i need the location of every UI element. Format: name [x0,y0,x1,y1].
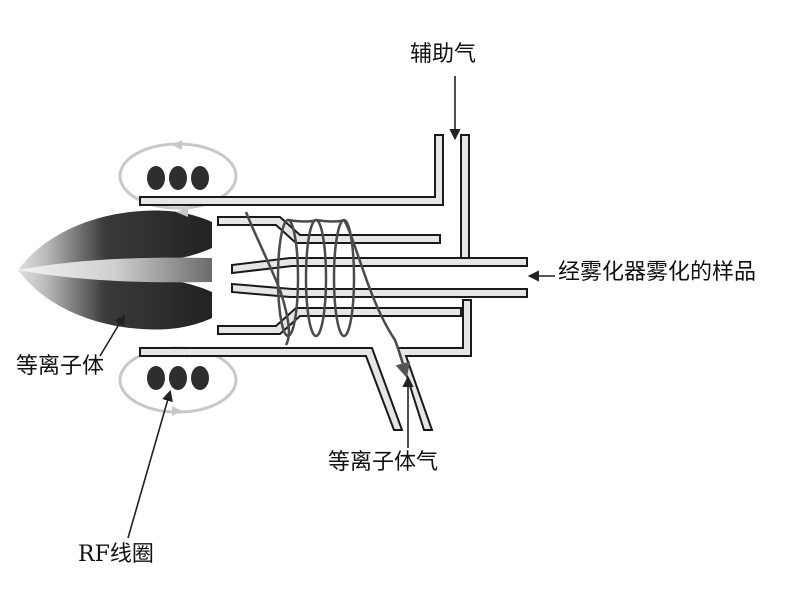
leader-arrows [99,76,555,539]
auxiliary-gas-label: 辅助气 [410,42,477,67]
plasma-gas-label: 等离子体气 [328,450,439,475]
plasma-flame [18,210,212,330]
rf-coil-top [118,140,238,217]
rf-coil-bottom [118,346,238,416]
spiral-gas-flow [244,211,411,378]
plasma-label: 等离子体 [16,354,105,379]
outer-tube [139,134,472,431]
injector-tube [231,257,528,298]
sample-inlet-label: 经雾化器雾化的样品 [558,260,757,285]
rf-coil-label: RF线圈 [78,542,154,567]
